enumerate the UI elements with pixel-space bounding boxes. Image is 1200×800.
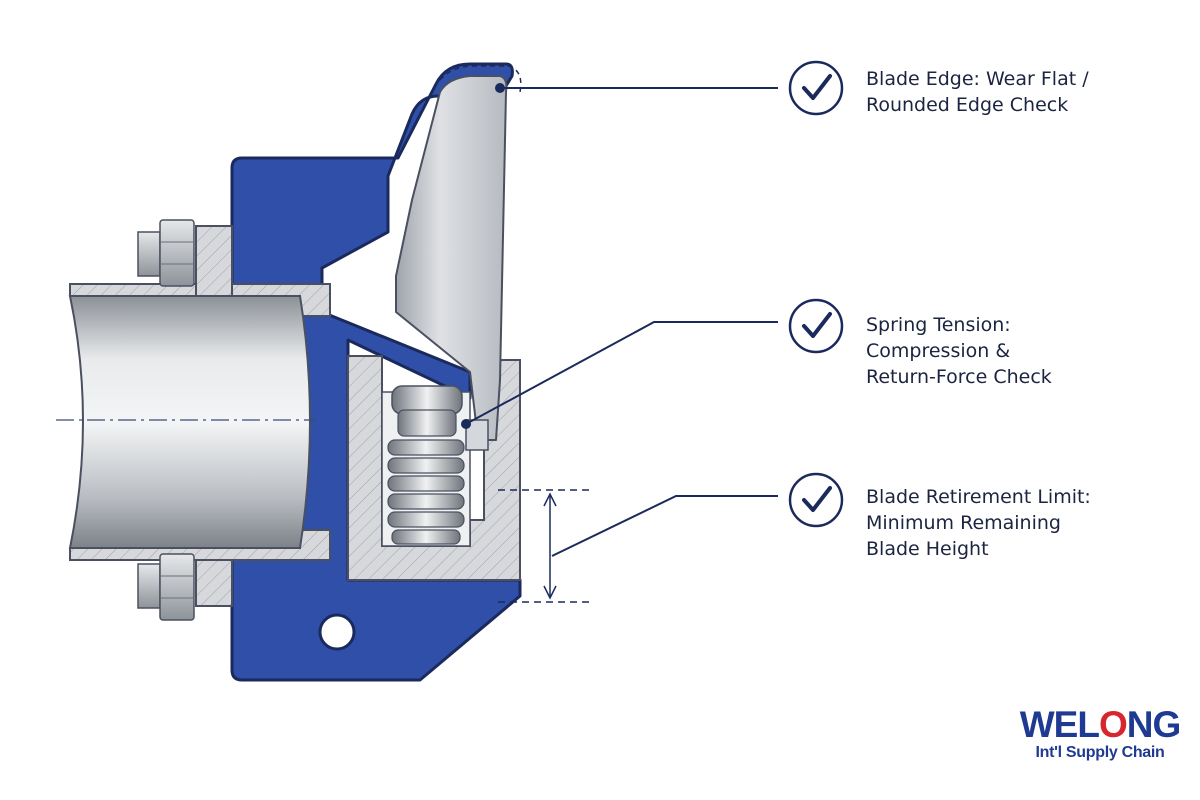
blade-tab — [465, 419, 489, 451]
bolt-bottom — [137, 553, 195, 621]
logo-wordmark: WELONG — [1012, 706, 1188, 744]
callout-blade-edge: Blade Edge: Wear Flat / Rounded Edge Che… — [866, 66, 1089, 118]
blade — [395, 75, 508, 441]
check-circle-icon — [788, 298, 844, 354]
callout-spring-tension: Spring Tension: Compression & Return-For… — [866, 312, 1052, 390]
callout-line: Compression & — [866, 340, 1011, 362]
pipe-bore — [68, 295, 311, 549]
check-circle-icon — [788, 472, 844, 528]
callout-line: Spring Tension: — [866, 314, 1011, 336]
callout-line: Rounded Edge Check — [866, 94, 1069, 116]
leader-line-retirement — [551, 495, 778, 557]
blade-wear-outline — [439, 65, 522, 93]
leader-line-blade-edge — [495, 83, 778, 93]
compression-spring — [387, 385, 465, 545]
callout-line: Return-Force Check — [866, 366, 1052, 388]
check-circle-icon — [788, 60, 844, 116]
logo-word-part: WEL — [1019, 704, 1100, 745]
callout-line: Minimum Remaining — [866, 512, 1061, 534]
callout-line: Blade Retirement Limit: — [866, 486, 1091, 508]
brand-logo: WELONG Int'l Supply Chain — [1012, 706, 1188, 762]
leader-line-spring — [461, 321, 778, 429]
callout-retirement-limit: Blade Retirement Limit: Minimum Remainin… — [866, 484, 1091, 562]
logo-word-part: NG — [1126, 704, 1181, 745]
retirement-height-dimension — [498, 489, 590, 603]
logo-tagline: Int'l Supply Chain — [1035, 744, 1165, 761]
bolt-top — [137, 219, 195, 287]
callout-line: Blade Edge: Wear Flat / — [866, 68, 1089, 90]
logo-word-accent: O — [1098, 704, 1128, 745]
callout-line: Blade Height — [866, 538, 989, 560]
mounting-hole — [318, 613, 356, 651]
